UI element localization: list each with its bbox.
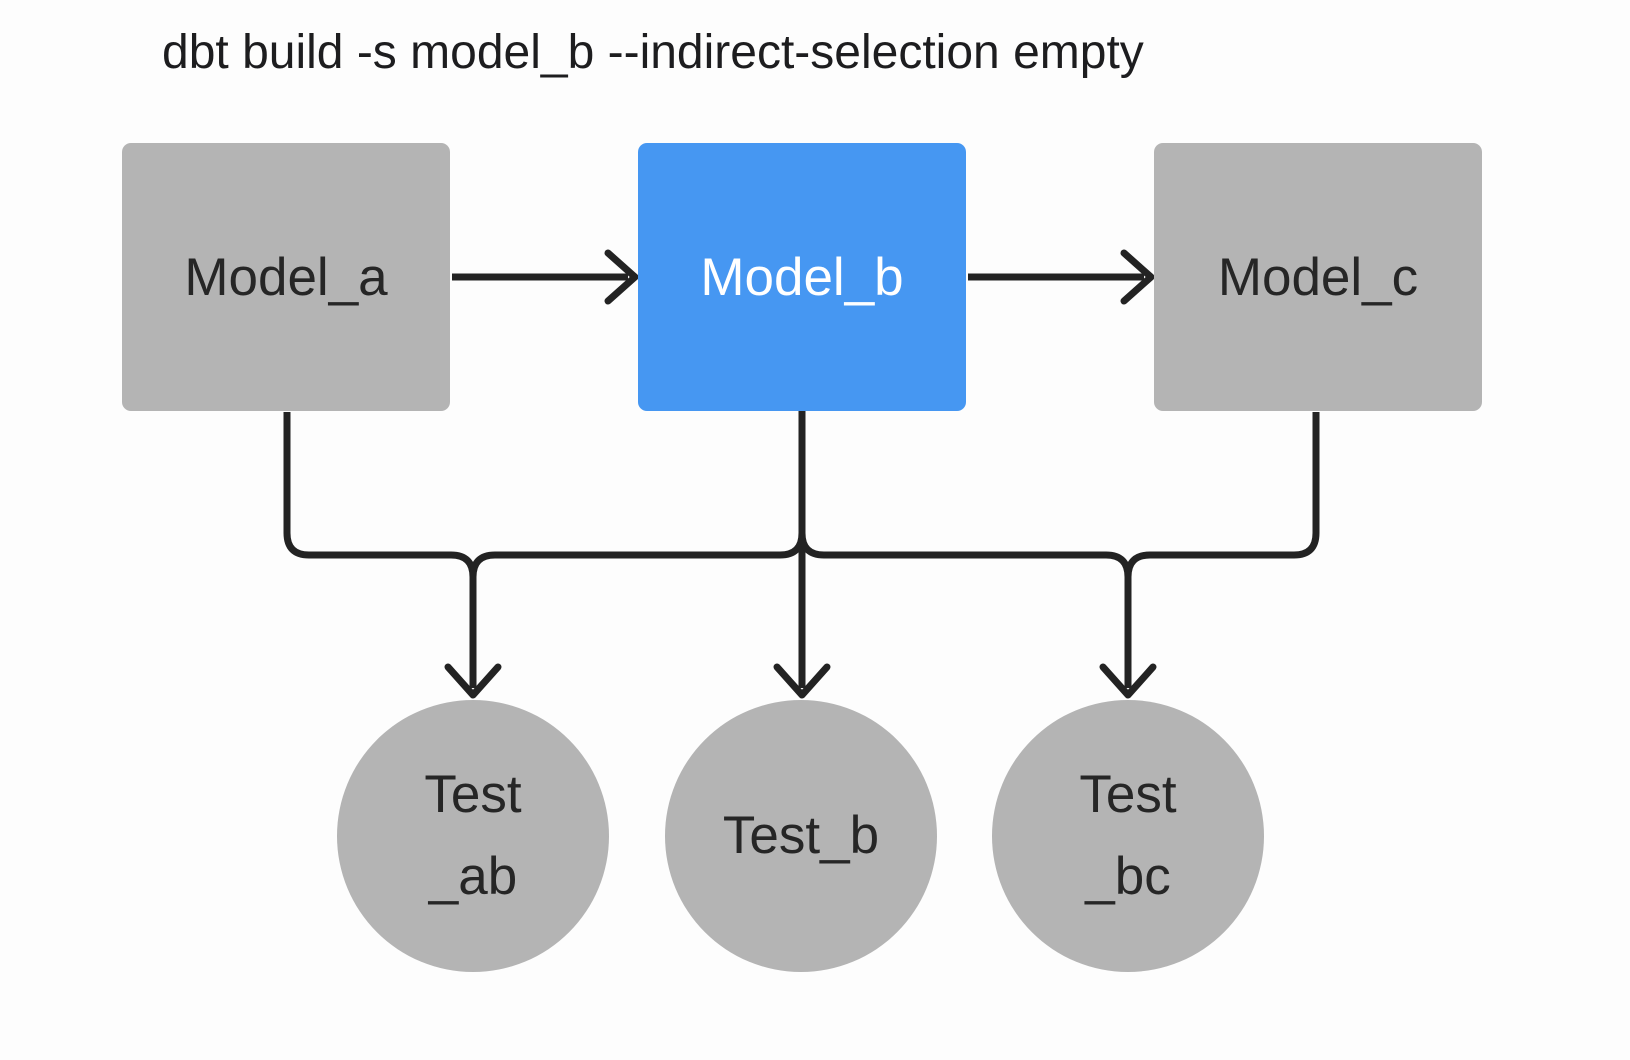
edge-model-a-to-test-ab <box>283 412 477 688</box>
node-test-ab-label-line2: _ab <box>428 847 518 906</box>
arrowhead-test-bc <box>1099 663 1157 699</box>
node-test-ab-label-line1: Test <box>424 765 522 824</box>
node-model-b-label: Model_b <box>700 247 904 307</box>
arrowhead-model-b <box>604 249 639 305</box>
node-test-ab[interactable]: Test _ab <box>337 700 609 972</box>
node-test-b[interactable]: Test_b <box>665 700 937 972</box>
node-model-b[interactable]: Model_b <box>638 143 966 411</box>
diagram-title: dbt build -s model_b --indirect-selectio… <box>162 26 1144 79</box>
node-model-c[interactable]: Model_c <box>1154 143 1482 411</box>
arrowhead-test-ab <box>444 663 502 699</box>
arrowhead-model-c <box>1120 249 1155 305</box>
node-test-b-label: Test_b <box>722 806 880 865</box>
edge-model-b-to-test-ab <box>469 411 806 688</box>
node-model-c-label: Model_c <box>1217 247 1419 307</box>
node-model-a[interactable]: Model_a <box>122 143 450 411</box>
node-test-bc-label-line2: _bc <box>1085 847 1171 906</box>
node-test-bc[interactable]: Test _bc <box>992 700 1264 972</box>
edge-model-c-to-test-bc <box>1124 412 1320 688</box>
node-test-bc-label-line1: Test <box>1079 765 1177 824</box>
arrowhead-test-b <box>773 663 831 699</box>
node-model-a-label: Model_a <box>184 247 388 307</box>
edge-model-b-to-test-bc <box>798 411 1132 688</box>
